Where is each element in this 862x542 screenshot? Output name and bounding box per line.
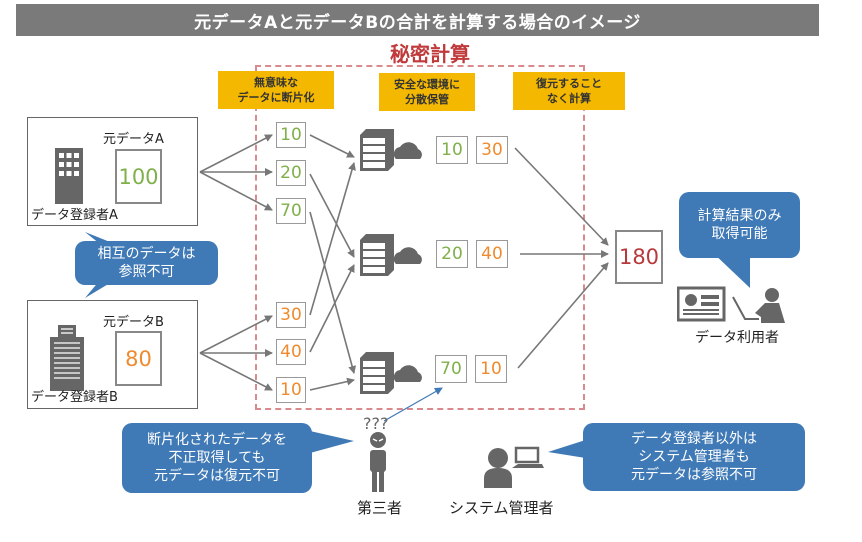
registrant-b-label: データ登録者B — [31, 390, 118, 405]
third-party-bubble-line2: 不正取得しても — [168, 450, 266, 466]
fragment-a-3: 70 — [276, 198, 306, 224]
source-data-a-document: 100 — [115, 149, 162, 204]
mutual-bubble-line1: 相互のデータは — [97, 246, 196, 262]
result-document: 180 — [615, 230, 663, 284]
fragment-b-1: 30 — [276, 302, 306, 328]
arrow-fragB1-to-server1 — [309, 162, 356, 316]
arrow-fragA3-to-server3 — [309, 211, 357, 374]
source-data-b-document: 80 — [115, 331, 162, 386]
step-compute-without-restore: 復元すること なく計算 — [513, 72, 625, 110]
admin-bubble-line1: データ登録者以外は — [631, 431, 757, 447]
fragment-a-2: 20 — [276, 160, 306, 186]
arrow-fragA2-to-server2 — [309, 173, 355, 258]
server-cloud-icon-3 — [360, 352, 422, 394]
arrow-a-to-frag1 — [199, 134, 273, 173]
server-1-fragment-a: 10 — [436, 136, 468, 164]
arrow-a-to-frag3 — [199, 171, 273, 211]
result-only-bubble: 計算結果のみ 取得可能 — [679, 192, 800, 258]
office-tower-icon — [50, 325, 84, 391]
third-party-person-icon — [370, 432, 386, 492]
server-2-fragment-a: 20 — [436, 240, 468, 268]
server-cloud-icon-2 — [360, 234, 422, 276]
result-bubble-tail — [710, 250, 750, 288]
system-admin-icon — [484, 446, 544, 488]
diagram-title: 元データAと元データBの合計を計算する場合のイメージ — [16, 4, 819, 36]
secret-computation-label: 秘密計算 — [390, 42, 470, 66]
fragment-b-2: 40 — [276, 339, 306, 365]
arrow-fragB2-to-server2 — [309, 264, 355, 353]
fragment-a-1: 10 — [276, 122, 306, 148]
third-party-bubble-tail — [310, 431, 354, 453]
step-fragmentation-line1: 無意味な — [254, 76, 298, 89]
building-icon — [55, 148, 83, 204]
server-1-fragment-b: 30 — [476, 136, 508, 164]
admin-bubble-line2: システム管理者も — [638, 449, 750, 465]
third-party-question-marks: ??? — [363, 414, 389, 433]
arrow-server3-to-result — [517, 262, 609, 369]
third-party-bubble-line1: 断片化されたデータを — [147, 432, 287, 448]
source-data-a-label: 元データA — [103, 132, 164, 147]
admin-restriction-bubble: データ登録者以外は システム管理者も 元データは参照不可 — [583, 423, 805, 491]
registrant-a-label: データ登録者A — [31, 208, 118, 223]
result-bubble-line1: 計算結果のみ — [697, 208, 782, 224]
server-2-fragment-b: 40 — [476, 240, 508, 268]
step-compute-line1: 復元すること — [536, 77, 602, 90]
arrow-third-party-attack — [383, 387, 443, 422]
server-3-fragment-b: 10 — [475, 355, 507, 383]
step-storage-line1: 安全な環境に — [394, 78, 460, 91]
server-3-fragment-a: 70 — [435, 355, 467, 383]
result-bubble-line2: 取得可能 — [711, 226, 768, 242]
step-fragmentation-line2: データに断片化 — [237, 91, 315, 104]
step-storage-line2: 分散保管 — [405, 93, 449, 106]
mutual-bubble-line2: 参照不可 — [118, 264, 175, 280]
arrow-b-to-frag3 — [199, 352, 273, 391]
third-party-bubble-line3: 元データは復元不可 — [154, 468, 280, 484]
third-party-bubble: 断片化されたデータを 不正取得しても 元データは復元不可 — [122, 423, 312, 493]
arrow-fragB3-to-server3 — [309, 377, 355, 391]
secret-computation-region — [255, 65, 585, 410]
third-party-label: 第三者 — [357, 499, 403, 517]
mutual-restriction-bubble: 相互のデータは 参照不可 — [75, 241, 218, 285]
arrow-server1-to-result — [514, 147, 609, 246]
admin-bubble-line3: 元データは参照不可 — [631, 467, 757, 483]
source-data-b-label: 元データB — [103, 315, 164, 330]
system-admin-label: システム管理者 — [449, 499, 554, 517]
arrow-b-to-frag1 — [199, 315, 273, 354]
step-fragmentation: 無意味な データに断片化 — [218, 71, 334, 109]
server-cloud-icon-1 — [360, 129, 422, 171]
data-user-label: データ利用者 — [695, 330, 779, 346]
arrow-fragA1-to-server1 — [309, 134, 355, 158]
step-compute-line2: なく計算 — [547, 92, 591, 105]
data-user-icon — [677, 286, 785, 323]
step-distributed-storage: 安全な環境に 分散保管 — [379, 73, 475, 111]
fragment-b-3: 10 — [276, 377, 306, 403]
